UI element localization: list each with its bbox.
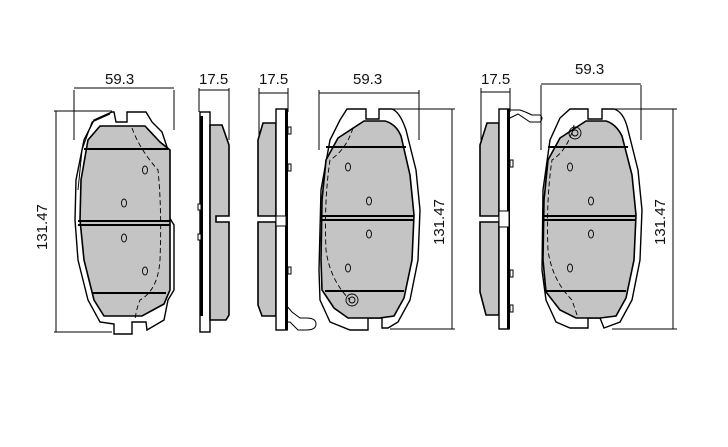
pad-3-side-view: 17.5	[479, 71, 543, 330]
pad-1-side-view: 17.5	[197, 71, 230, 333]
pad-1-width-label: 59.3	[105, 71, 134, 88]
pad-3-height-label: 131.47	[652, 199, 669, 245]
pad-2-front-view: 59.3 131.47	[318, 71, 455, 331]
pad-2-width-label: 59.3	[353, 71, 382, 88]
pad-3-width-label: 59.3	[575, 61, 604, 78]
pad-3-front-view: 59.3 131.47	[540, 61, 677, 330]
pad-1-front-view: 59.3 131.47	[34, 71, 175, 335]
pad-2-thickness-label: 17.5	[259, 71, 288, 88]
pad-1-height-label: 131.47	[34, 204, 51, 250]
pad-3-thickness-label: 17.5	[481, 71, 510, 88]
pad-1-thickness-label: 17.5	[199, 71, 228, 88]
pad-2-height-label: 131.47	[431, 199, 448, 245]
pad-2-side-view: 17.5	[257, 71, 317, 331]
